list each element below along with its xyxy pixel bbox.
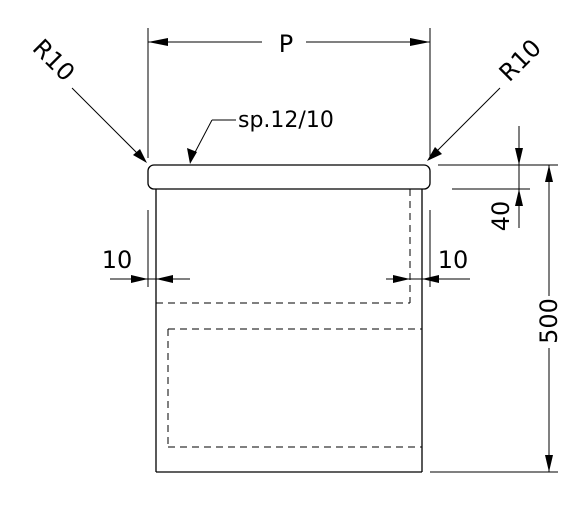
width-dimension: P xyxy=(147,28,431,158)
offset-left-label: 10 xyxy=(102,246,133,274)
offset-left-dimension: 10 xyxy=(102,210,190,287)
thickness-leader: sp.12/10 xyxy=(187,108,334,164)
radius-right-callout: R10 xyxy=(427,34,547,161)
radius-right-label: R10 xyxy=(494,34,547,87)
lip-height-dimension: 40 xyxy=(487,126,523,231)
top-flange xyxy=(147,164,431,190)
radius-left-callout: R10 xyxy=(27,34,147,163)
offset-right-label: 10 xyxy=(438,246,469,274)
thickness-note: sp.12/10 xyxy=(238,108,334,133)
lip-height-label: 40 xyxy=(487,201,515,232)
width-label: P xyxy=(279,30,293,58)
total-height-label: 500 xyxy=(535,298,563,344)
right-extension-lines xyxy=(430,164,558,473)
radius-left-label: R10 xyxy=(27,34,80,87)
offset-right-dimension: 10 xyxy=(386,210,470,287)
total-height-dimension: 500 xyxy=(535,165,563,472)
hidden-inner-pocket xyxy=(167,328,422,448)
body-outline xyxy=(155,189,423,473)
hidden-inner-top xyxy=(156,189,411,304)
